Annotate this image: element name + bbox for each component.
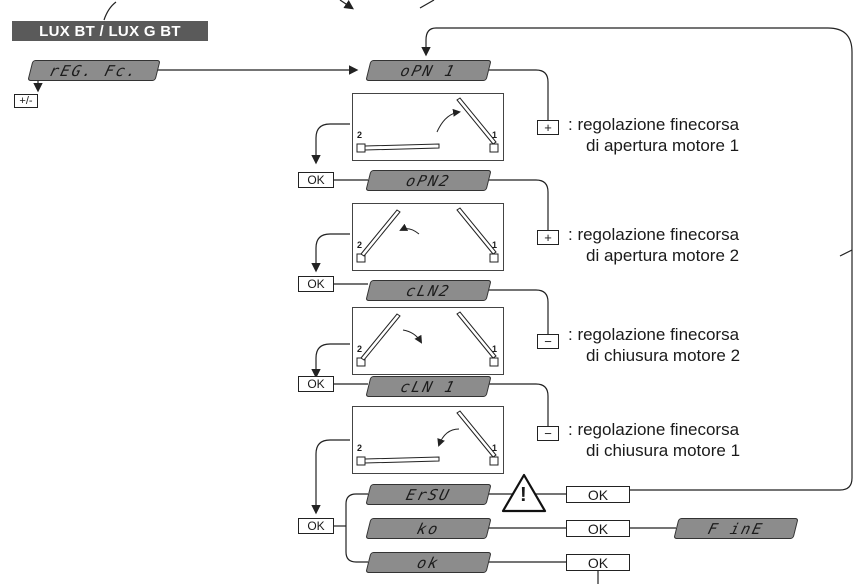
display-ersu: ErSU	[365, 484, 492, 505]
display-fine: F inE	[673, 518, 799, 539]
gate-drawing	[356, 207, 499, 263]
display-cln2-label: cLN2	[404, 281, 453, 300]
ok-key-1[interactable]: OK	[298, 172, 334, 188]
gate-diagram-close-1: 2 1	[352, 406, 504, 474]
display-opn1: oPN 1	[365, 60, 492, 81]
gate-label-2: 2	[357, 240, 363, 250]
display-cln2: cLN2	[365, 280, 492, 301]
display-opn1-label: oPN 1	[398, 61, 459, 80]
warning-icon: !	[500, 472, 548, 514]
device-title: LUX BT / LUX G BT	[12, 21, 208, 41]
display-opn2: oPN2	[365, 170, 492, 191]
gate-label-1: 1	[492, 130, 498, 140]
ok-key-3[interactable]: OK	[298, 376, 334, 392]
plus-key-1[interactable]: +	[537, 120, 559, 135]
gate-label-2: 2	[357, 344, 363, 354]
step-1-desc-line1: : regolazione finecorsa	[568, 115, 740, 134]
step-1-desc-line2: di apertura motore 1	[586, 136, 740, 155]
ok-key-ok[interactable]: OK	[566, 554, 630, 571]
step-2-desc-line1: : regolazione finecorsa	[568, 225, 740, 244]
gate-diagram-open-2: 2 1	[352, 203, 504, 271]
ok-key-ersu[interactable]: OK	[566, 486, 630, 503]
gate-label-1: 1	[492, 240, 498, 250]
display-opn2-label: oPN2	[404, 171, 453, 190]
step-3-desc-line2: di chiusura motore 2	[586, 346, 741, 365]
display-ok: ok	[365, 552, 492, 573]
gate-diagram-close-2: 2 1	[352, 307, 504, 375]
gate-drawing	[356, 311, 499, 367]
gate-diagram-open-1: 2 1	[352, 93, 504, 161]
ok-key-ko[interactable]: OK	[566, 520, 630, 537]
display-cln1: cLN 1	[365, 376, 492, 397]
ok-key-final[interactable]: OK	[298, 518, 334, 534]
ok-key-2[interactable]: OK	[298, 276, 334, 292]
display-ok-label: ok	[415, 553, 442, 572]
gate-drawing	[356, 97, 499, 153]
display-ko: ko	[365, 518, 492, 539]
step-4-desc-line1: : regolazione finecorsa	[568, 420, 740, 439]
plus-minus-key[interactable]: +/-	[14, 94, 38, 108]
menu-entry-label: rEG. Fc.	[47, 61, 141, 80]
step-2-desc-line2: di apertura motore 2	[586, 246, 740, 265]
gate-label-1: 1	[492, 443, 498, 453]
warning-mark: !	[520, 484, 527, 506]
menu-entry-display: rEG. Fc.	[27, 60, 161, 81]
step-3-desc-line1: : regolazione finecorsa	[568, 325, 740, 344]
display-ko-label: ko	[415, 519, 442, 538]
gate-label-2: 2	[357, 130, 363, 140]
plus-key-2[interactable]: +	[537, 230, 559, 245]
minus-key-1[interactable]: −	[537, 334, 559, 349]
warning-triangle	[501, 473, 547, 513]
step-4-desc-line2: di chiusura motore 1	[586, 441, 741, 460]
minus-key-2[interactable]: −	[537, 426, 559, 441]
gate-drawing	[356, 410, 499, 466]
display-cln1-label: cLN 1	[398, 377, 459, 396]
gate-label-1: 1	[492, 344, 498, 354]
display-fine-label: F inE	[706, 519, 766, 538]
display-ersu-label: ErSU	[404, 485, 453, 504]
gate-label-2: 2	[357, 443, 363, 453]
